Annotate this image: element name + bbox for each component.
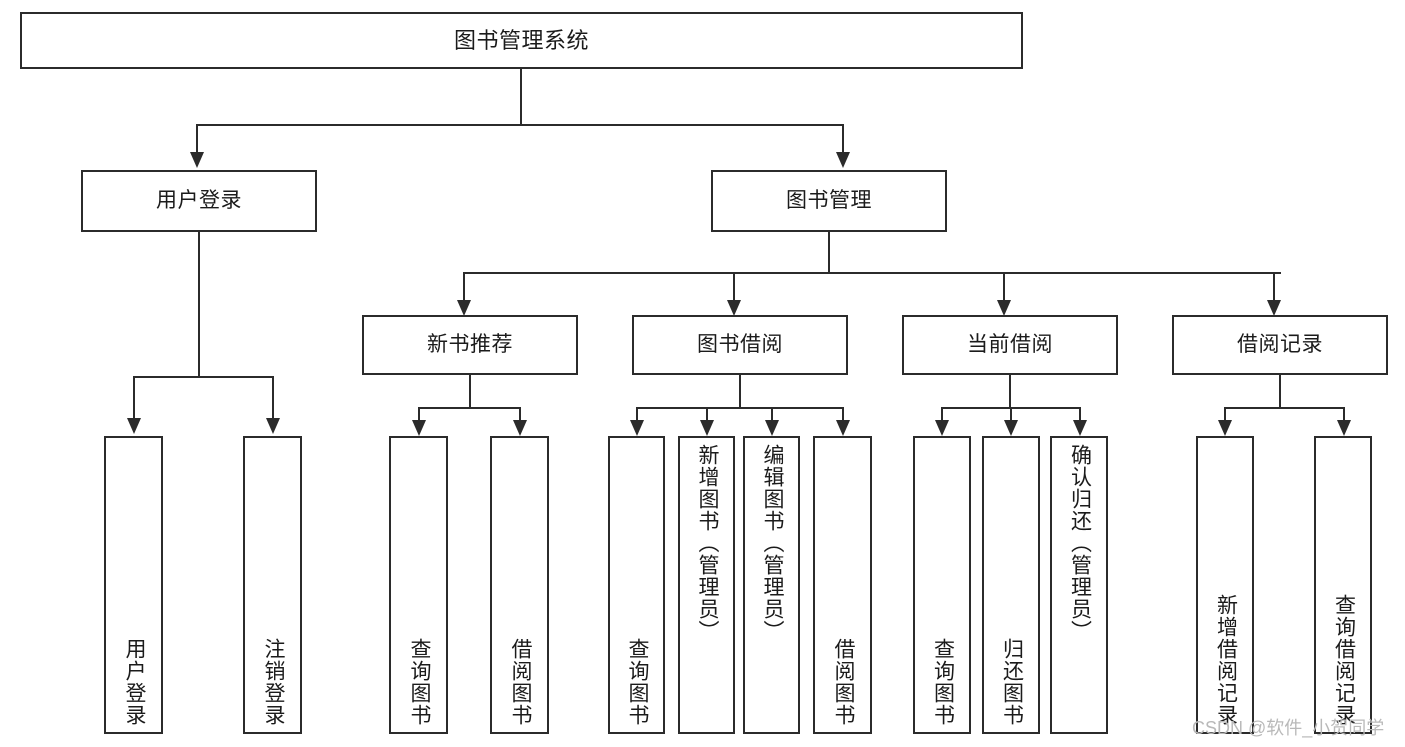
connector-newbook-bus bbox=[419, 407, 520, 409]
leaf-add-book[interactable]: 新增图书（管理员） bbox=[678, 436, 735, 734]
node-new-book-rec[interactable]: 新书推荐 bbox=[362, 315, 578, 375]
connector-borrowrecord-stem bbox=[1279, 375, 1281, 408]
arrowhead-currentborrow-3-icon bbox=[1073, 420, 1087, 436]
connector-root-bus bbox=[197, 124, 844, 126]
node-current-borrow[interactable]: 当前借阅 bbox=[902, 315, 1118, 375]
connector-currentborrow-drop-2 bbox=[1010, 407, 1012, 421]
leaf-borrow-book-2[interactable]: 借阅图书 bbox=[813, 436, 872, 734]
arrowhead-bookborrow-3-icon bbox=[765, 420, 779, 436]
node-borrow-record[interactable]: 借阅记录 bbox=[1172, 315, 1388, 375]
leaf-logout[interactable]: 注销登录 bbox=[243, 436, 302, 734]
connector-bookborrow-drop-1 bbox=[636, 407, 638, 421]
leaf-query-book-2[interactable]: 查询图书 bbox=[608, 436, 665, 734]
leaf-add-record[interactable]: 新增借阅记录 bbox=[1196, 436, 1254, 734]
arrowhead-bookmanage-4-icon bbox=[1267, 300, 1281, 316]
connector-borrowrecord-drop-1 bbox=[1224, 407, 1226, 421]
arrowhead-bookmanage-2-icon bbox=[727, 300, 741, 316]
leaf-query-book-1[interactable]: 查询图书 bbox=[389, 436, 448, 734]
node-book-borrow[interactable]: 图书借阅 bbox=[632, 315, 848, 375]
arrowhead-userlogin-1-icon bbox=[127, 418, 141, 434]
leaf-edit-book[interactable]: 编辑图书（管理员） bbox=[743, 436, 800, 734]
node-book-borrow-label: 图书借阅 bbox=[697, 332, 783, 356]
arrowhead-currentborrow-1-icon bbox=[935, 420, 949, 436]
leaf-confirm-return[interactable]: 确认归还（管理员） bbox=[1050, 436, 1108, 734]
leaf-query-book-3[interactable]: 查询图书 bbox=[913, 436, 971, 734]
connector-borrowrecord-drop-2 bbox=[1343, 407, 1345, 421]
connector-currentborrow-stem bbox=[1009, 375, 1011, 408]
leaf-query-book-2-label: 查询图书 bbox=[625, 638, 649, 726]
leaf-add-book-label: 新增图书（管理员） bbox=[695, 444, 719, 642]
leaf-query-book-1-label: 查询图书 bbox=[407, 638, 431, 726]
connector-bookborrow-drop-2 bbox=[706, 407, 708, 421]
connector-userlogin-drop-1 bbox=[133, 376, 135, 419]
leaf-return-book[interactable]: 归还图书 bbox=[982, 436, 1040, 734]
connector-currentborrow-drop-3 bbox=[1079, 407, 1081, 421]
connector-bookmanage-drop-2 bbox=[733, 272, 735, 302]
connector-userlogin-bus bbox=[134, 376, 273, 378]
arrowhead-bookborrow-4-icon bbox=[836, 420, 850, 436]
connector-bookmanage-drop-4 bbox=[1273, 272, 1275, 302]
node-user-login-label: 用户登录 bbox=[156, 188, 242, 212]
arrowhead-bookborrow-1-icon bbox=[630, 420, 644, 436]
node-new-book-rec-label: 新书推荐 bbox=[427, 332, 513, 356]
leaf-borrow-book-1-label: 借阅图书 bbox=[508, 638, 532, 726]
connector-bookborrow-drop-3 bbox=[771, 407, 773, 421]
leaf-add-record-label: 新增借阅记录 bbox=[1214, 594, 1238, 726]
arrowhead-bookborrow-2-icon bbox=[700, 420, 714, 436]
leaf-borrow-book-2-label: 借阅图书 bbox=[831, 638, 855, 726]
arrowhead-userlogin-2-icon bbox=[266, 418, 280, 434]
arrowhead-borrowrecord-2-icon bbox=[1337, 420, 1351, 436]
connector-borrowrecord-bus bbox=[1225, 407, 1344, 409]
connector-currentborrow-drop-1 bbox=[941, 407, 943, 421]
connector-bookmanage-drop-3 bbox=[1003, 272, 1005, 302]
node-root-label: 图书管理系统 bbox=[453, 27, 589, 53]
connector-root-drop-1 bbox=[196, 124, 198, 154]
connector-root-drop-2 bbox=[842, 124, 844, 154]
leaf-user-login-label: 用户登录 bbox=[122, 638, 146, 726]
arrowhead-newbook-1-icon bbox=[412, 420, 426, 436]
leaf-edit-book-label: 编辑图书（管理员） bbox=[760, 444, 784, 642]
connector-bookmanage-stem bbox=[828, 232, 830, 273]
arrowhead-newbook-2-icon bbox=[513, 420, 527, 436]
leaf-borrow-book-1[interactable]: 借阅图书 bbox=[490, 436, 549, 734]
connector-newbook-drop-2 bbox=[519, 407, 521, 421]
arrowhead-borrowrecord-1-icon bbox=[1218, 420, 1232, 436]
node-root[interactable]: 图书管理系统 bbox=[20, 12, 1023, 69]
node-book-manage-label: 图书管理 bbox=[786, 188, 872, 212]
arrowhead-bookmanage-1-icon bbox=[457, 300, 471, 316]
leaf-return-book-label: 归还图书 bbox=[1000, 638, 1024, 726]
connector-newbook-stem bbox=[469, 375, 471, 408]
node-current-borrow-label: 当前借阅 bbox=[967, 332, 1053, 356]
connector-bookborrow-drop-4 bbox=[842, 407, 844, 421]
connector-bookborrow-stem bbox=[739, 375, 741, 408]
leaf-query-book-3-label: 查询图书 bbox=[931, 638, 955, 726]
arrowhead-root-2-icon bbox=[836, 152, 850, 168]
connector-newbook-drop-1 bbox=[418, 407, 420, 421]
connector-bookmanage-drop-1 bbox=[463, 272, 465, 302]
arrowhead-root-1-icon bbox=[190, 152, 204, 168]
leaf-user-login[interactable]: 用户登录 bbox=[104, 436, 163, 734]
arrowhead-bookmanage-3-icon bbox=[997, 300, 1011, 316]
leaf-query-record-label: 查询借阅记录 bbox=[1332, 594, 1356, 726]
node-user-login[interactable]: 用户登录 bbox=[81, 170, 317, 232]
leaf-query-record[interactable]: 查询借阅记录 bbox=[1314, 436, 1372, 734]
connector-userlogin-drop-2 bbox=[272, 376, 274, 419]
connector-bookborrow-bus bbox=[637, 407, 843, 409]
leaf-confirm-return-label: 确认归还（管理员） bbox=[1068, 444, 1092, 642]
node-book-manage[interactable]: 图书管理 bbox=[711, 170, 947, 232]
arrowhead-currentborrow-2-icon bbox=[1004, 420, 1018, 436]
connector-root-stem bbox=[520, 69, 522, 125]
connector-bookmanage-bus bbox=[464, 272, 1281, 274]
node-borrow-record-label: 借阅记录 bbox=[1237, 332, 1323, 356]
connector-userlogin-stem bbox=[198, 232, 200, 377]
leaf-logout-label: 注销登录 bbox=[261, 638, 285, 726]
